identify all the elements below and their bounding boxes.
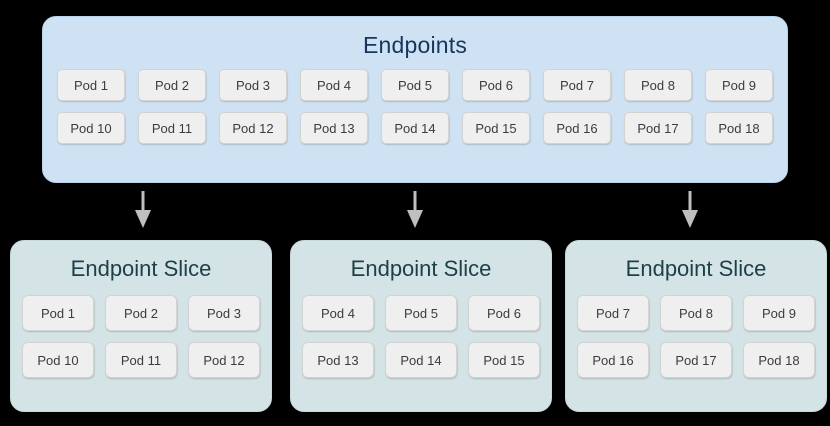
endpoint-slice-box-1: Endpoint Slice Pod 1 Pod 2 Pod 3 Pod 10 … <box>10 240 272 412</box>
endpoints-pod-row-1: Pod 1 Pod 2 Pod 3 Pod 4 Pod 5 Pod 6 Pod … <box>57 69 773 101</box>
pod-chip: Pod 11 <box>138 112 206 144</box>
pod-chip: Pod 14 <box>381 112 449 144</box>
slice-pod-row-2: Pod 13 Pod 14 Pod 15 <box>291 342 551 378</box>
pod-chip: Pod 2 <box>138 69 206 101</box>
pod-chip: Pod 12 <box>188 342 260 378</box>
pod-chip: Pod 2 <box>105 295 177 331</box>
arrow-down-icon <box>132 191 154 229</box>
pod-chip: Pod 6 <box>468 295 540 331</box>
endpoint-slice-box-3: Endpoint Slice Pod 7 Pod 8 Pod 9 Pod 16 … <box>565 240 827 412</box>
slice-pod-grid: Pod 7 Pod 8 Pod 9 Pod 16 Pod 17 Pod 18 <box>566 295 826 378</box>
pod-chip: Pod 17 <box>660 342 732 378</box>
slice-pod-row-1: Pod 7 Pod 8 Pod 9 <box>566 295 826 331</box>
pod-chip: Pod 13 <box>302 342 374 378</box>
pod-chip: Pod 1 <box>22 295 94 331</box>
pod-chip: Pod 15 <box>462 112 530 144</box>
endpoints-panel: Endpoints Pod 1 Pod 2 Pod 3 Pod 4 Pod 5 … <box>42 16 788 183</box>
pod-chip: Pod 4 <box>300 69 368 101</box>
slice-pod-row-2: Pod 10 Pod 11 Pod 12 <box>11 342 271 378</box>
pod-chip: Pod 17 <box>624 112 692 144</box>
pod-chip: Pod 3 <box>188 295 260 331</box>
endpoint-slice-title: Endpoint Slice <box>625 256 767 281</box>
endpoint-slice-title: Endpoint Slice <box>70 256 212 281</box>
pod-chip: Pod 14 <box>385 342 457 378</box>
pod-chip: Pod 11 <box>105 342 177 378</box>
pod-chip: Pod 16 <box>543 112 611 144</box>
pod-chip: Pod 1 <box>57 69 125 101</box>
slice-pod-row-1: Pod 1 Pod 2 Pod 3 <box>11 295 271 331</box>
slice-pod-grid: Pod 4 Pod 5 Pod 6 Pod 13 Pod 14 Pod 15 <box>291 295 551 378</box>
pod-chip: Pod 5 <box>385 295 457 331</box>
pod-chip: Pod 12 <box>219 112 287 144</box>
endpoints-title: Endpoints <box>362 32 468 58</box>
pod-chip: Pod 6 <box>462 69 530 101</box>
arrow-down-icon <box>404 191 426 229</box>
endpoints-pod-row-2: Pod 10 Pod 11 Pod 12 Pod 13 Pod 14 Pod 1… <box>57 112 773 144</box>
pod-chip: Pod 15 <box>468 342 540 378</box>
pod-chip: Pod 5 <box>381 69 449 101</box>
slice-pod-row-2: Pod 16 Pod 17 Pod 18 <box>566 342 826 378</box>
endpoints-pod-grid: Pod 1 Pod 2 Pod 3 Pod 4 Pod 5 Pod 6 Pod … <box>43 69 787 144</box>
pod-chip: Pod 10 <box>22 342 94 378</box>
slice-pod-row-1: Pod 4 Pod 5 Pod 6 <box>291 295 551 331</box>
pod-chip: Pod 10 <box>57 112 125 144</box>
pod-chip: Pod 7 <box>577 295 649 331</box>
pod-chip: Pod 9 <box>705 69 773 101</box>
pod-chip: Pod 8 <box>624 69 692 101</box>
endpoint-slice-title: Endpoint Slice <box>350 256 492 281</box>
endpoint-slice-box-2: Endpoint Slice Pod 4 Pod 5 Pod 6 Pod 13 … <box>290 240 552 412</box>
pod-chip: Pod 18 <box>705 112 773 144</box>
pod-chip: Pod 3 <box>219 69 287 101</box>
pod-chip: Pod 13 <box>300 112 368 144</box>
pod-chip: Pod 8 <box>660 295 732 331</box>
pod-chip: Pod 16 <box>577 342 649 378</box>
pod-chip: Pod 4 <box>302 295 374 331</box>
pod-chip: Pod 7 <box>543 69 611 101</box>
arrow-down-icon <box>679 191 701 229</box>
pod-chip: Pod 9 <box>743 295 815 331</box>
pod-chip: Pod 18 <box>743 342 815 378</box>
slice-pod-grid: Pod 1 Pod 2 Pod 3 Pod 10 Pod 11 Pod 12 <box>11 295 271 378</box>
